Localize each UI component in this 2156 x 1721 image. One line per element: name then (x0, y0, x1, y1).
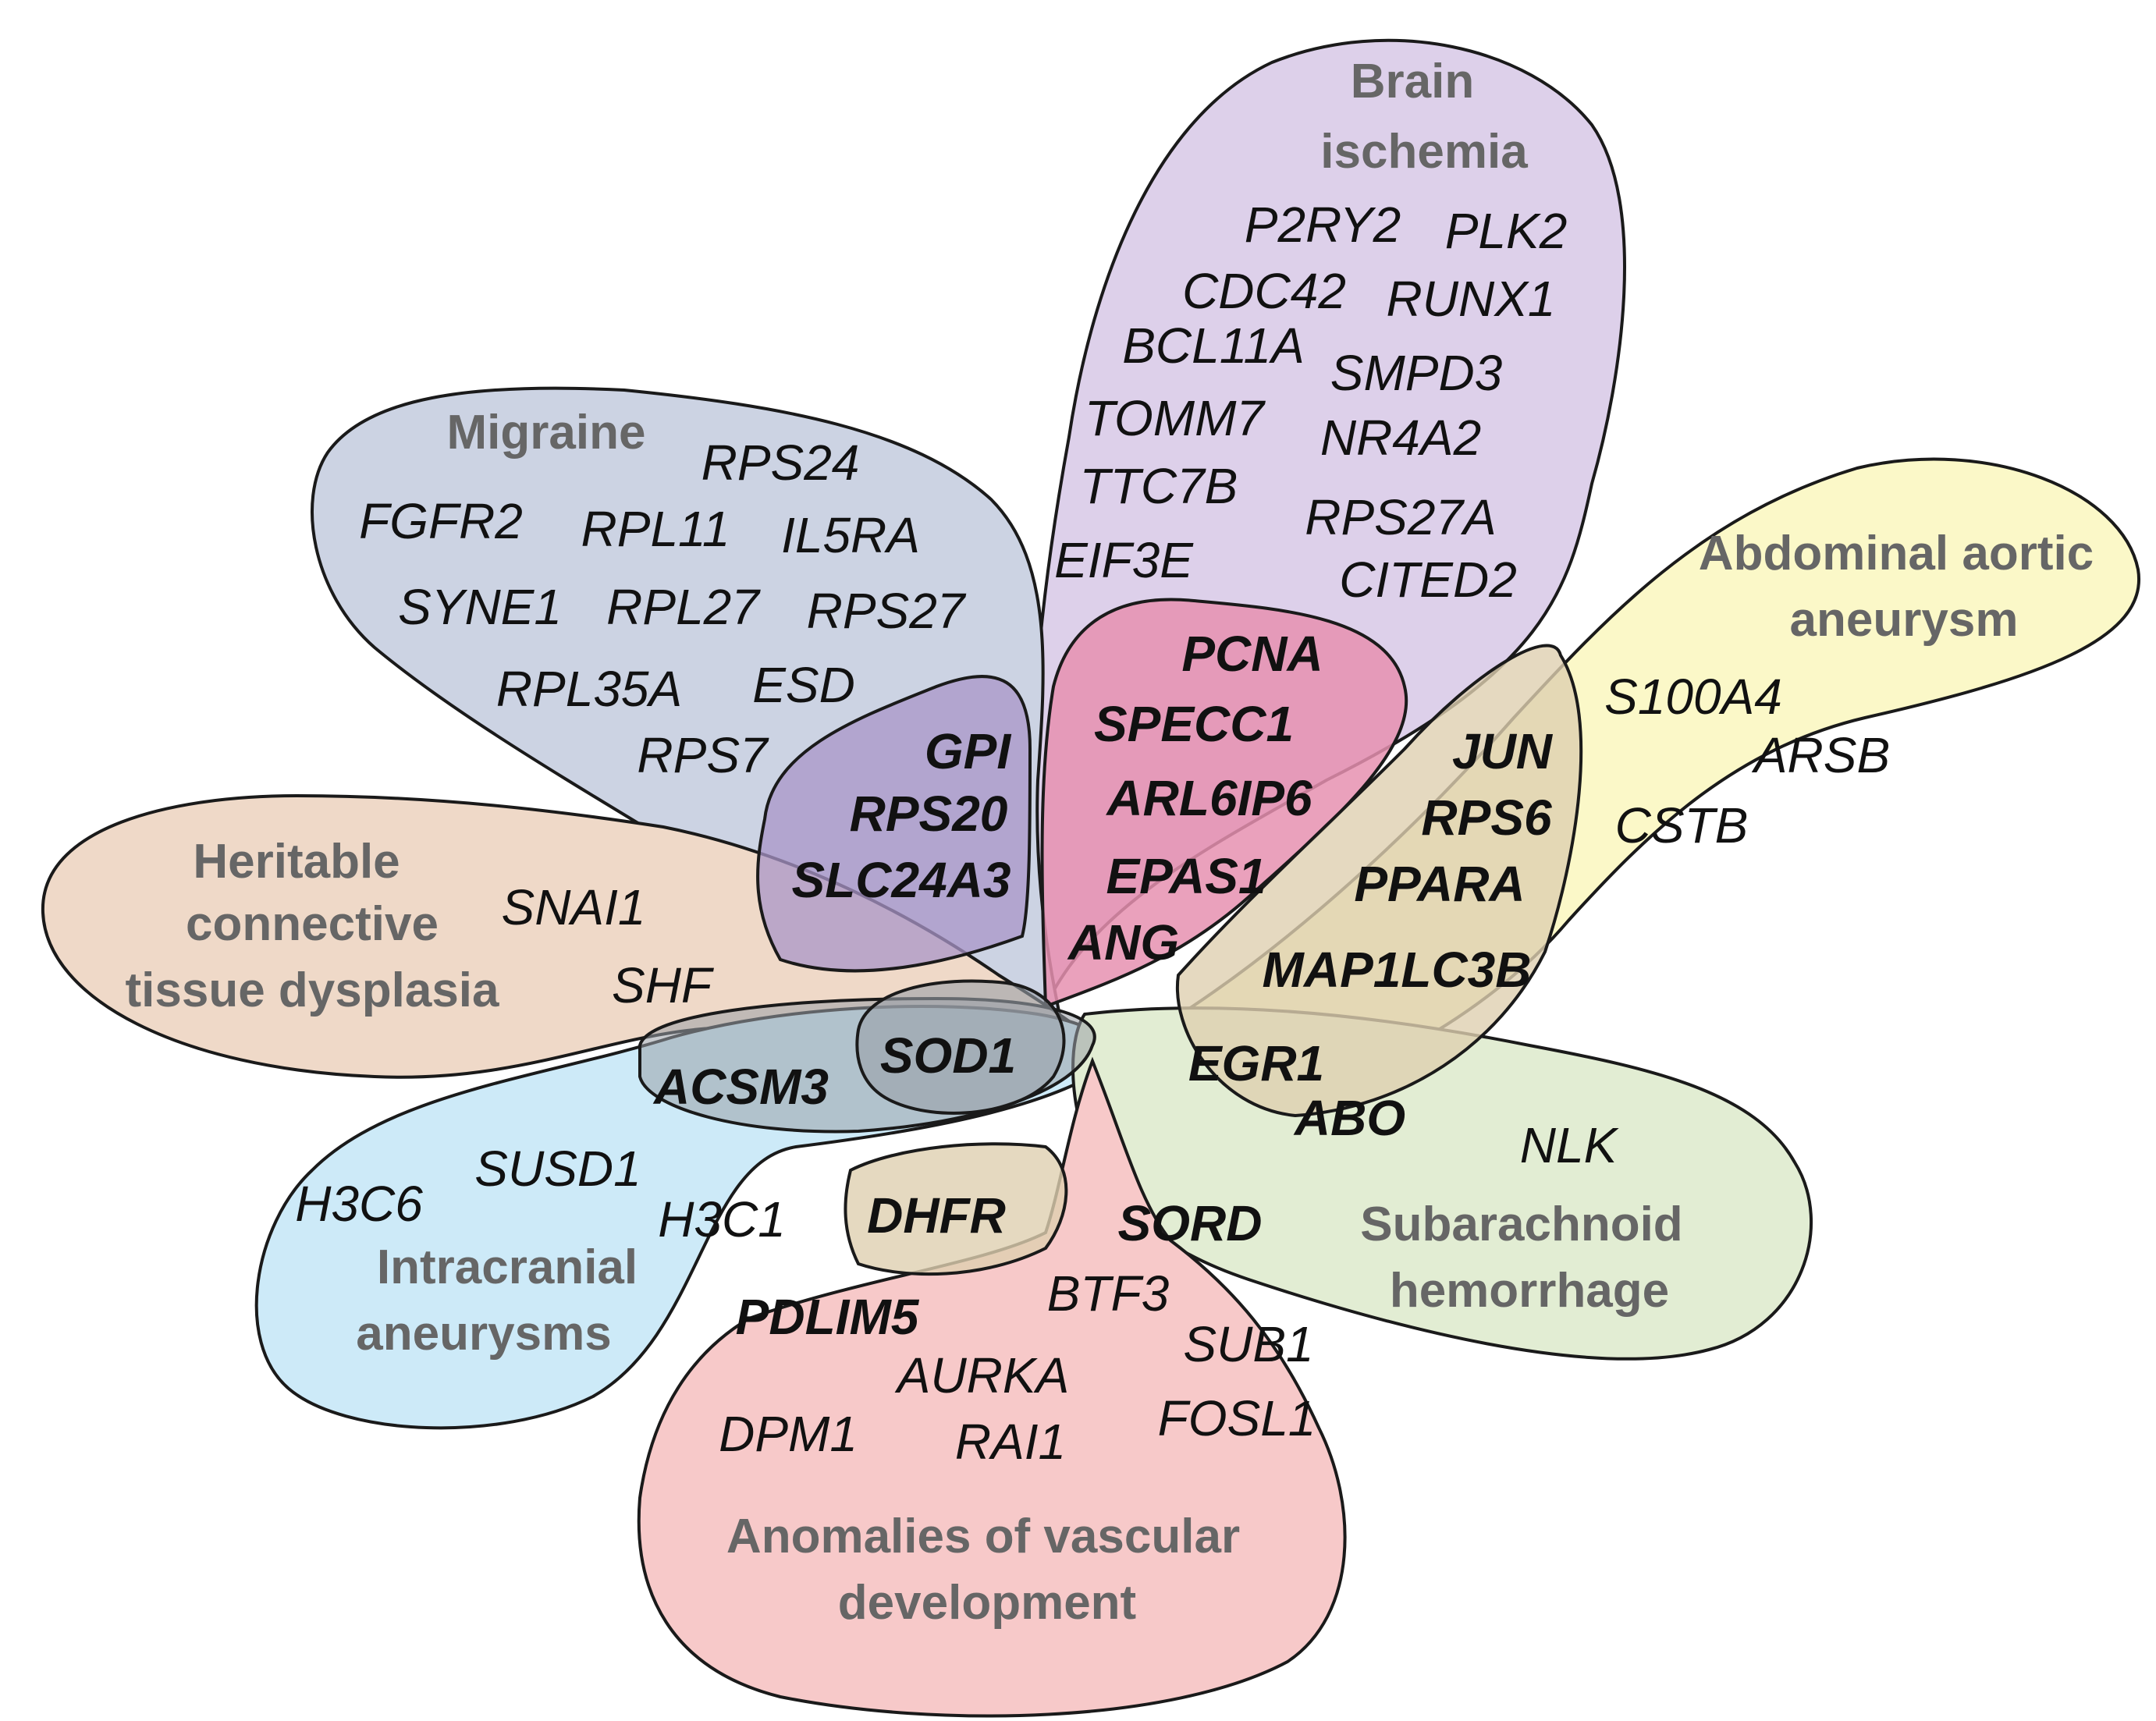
svg-text:development: development (838, 1576, 1136, 1630)
group-title-subarachnoid-hemorrhage: Subarachnoid hemorrhage (1360, 1198, 1682, 1318)
gene-label: TOMM7 (1085, 390, 1266, 446)
gene-label: SORD (1118, 1195, 1263, 1251)
gene-label: ARSB (1751, 727, 1890, 783)
group-title-intracranial-aneurysms: Intracranial aneurysms (356, 1240, 638, 1361)
svg-text:Brain: Brain (1351, 55, 1474, 108)
svg-text:aneurysms: aneurysms (356, 1307, 611, 1361)
svg-text:aneurysm: aneurysm (1790, 593, 2019, 647)
core-brain-aaa (1175, 644, 1583, 1118)
gene-label: RPS6 (1421, 790, 1552, 846)
svg-text:connective: connective (186, 897, 439, 951)
gene-label: CDC42 (1182, 263, 1346, 319)
gene-label: CITED2 (1339, 552, 1517, 608)
gene-label: SMPD3 (1330, 345, 1503, 401)
svg-text:Abdominal aortic: Abdominal aortic (1699, 527, 2094, 580)
gene-label: FGFR2 (359, 493, 523, 549)
gene-label: SNAI1 (502, 879, 646, 935)
gene-label: CSTB (1615, 797, 1749, 853)
gene-label: DHFR (867, 1187, 1006, 1244)
gene-label: FOSL1 (1158, 1390, 1316, 1446)
gene-label: AURKA (894, 1347, 1070, 1403)
svg-text:Migraine: Migraine (447, 406, 646, 460)
core-brain-pink (1040, 598, 1408, 1009)
gene-label: BTF3 (1047, 1265, 1170, 1322)
gene-label: RPS7 (637, 727, 769, 783)
gene-label: IL5RA (781, 507, 920, 563)
group-title-migraine: Migraine (447, 406, 646, 460)
gene-label: MAP1LC3B (1263, 942, 1532, 998)
svg-text:Intracranial: Intracranial (377, 1240, 638, 1294)
gene-label: RPS20 (850, 786, 1008, 842)
gene-label: SUSD1 (474, 1141, 641, 1197)
gene-label: ARL6IP6 (1105, 770, 1312, 826)
gene-label: RPL27 (606, 579, 761, 635)
gene-label: JUN (1452, 723, 1554, 779)
svg-text:Heritable: Heritable (193, 835, 400, 889)
gene-label: ESD (752, 657, 855, 713)
gene-label: ABO (1293, 1090, 1405, 1146)
group-title-abdominal-aortic-aneurysm: Abdominal aortic aneurysm (1699, 527, 2094, 647)
gene-label: PDLIM5 (736, 1289, 920, 1345)
gene-label: EIF3E (1054, 532, 1194, 588)
gene-label: GPI (925, 723, 1011, 779)
gene-label: SPECC1 (1094, 696, 1294, 752)
gene-label: EGR1 (1188, 1035, 1324, 1091)
gene-label: RAI1 (955, 1414, 1066, 1470)
core-sod1 (855, 979, 1066, 1115)
core-migraine-brain (756, 675, 1032, 973)
gene-label: BCL11A (1122, 318, 1305, 374)
svg-text:Anomalies of vascular: Anomalies of vascular (726, 1510, 1240, 1563)
gene-label: PLK2 (1445, 203, 1568, 259)
gene-label: SLC24A3 (792, 852, 1011, 908)
gene-label: S100A4 (1604, 669, 1782, 725)
gene-label: RPS24 (701, 435, 860, 491)
gene-label: H3C1 (658, 1191, 786, 1247)
gene-label: ANG (1067, 914, 1179, 971)
gene-label: PCNA (1181, 626, 1323, 682)
svg-text:hemorrhage: hemorrhage (1390, 1264, 1669, 1318)
gene-label: PPARA (1354, 856, 1525, 912)
gene-label: H3C6 (295, 1176, 423, 1232)
gene-label: SUB1 (1183, 1316, 1313, 1372)
gene-label: NR4A2 (1320, 410, 1481, 466)
gene-label: RPL11 (581, 501, 730, 557)
group-title-heritable-ctd: Heritable connective tissue dysplasia (125, 835, 499, 1017)
gene-label: SYNE1 (398, 579, 562, 635)
gene-label: NLK (1520, 1117, 1620, 1173)
gene-label: EPAS1 (1106, 848, 1266, 904)
gene-label: SHF (612, 957, 715, 1013)
gene-label: RUNX1 (1387, 271, 1556, 327)
gene-label: SOD1 (880, 1027, 1016, 1084)
gene-label: P2RY2 (1245, 197, 1401, 253)
core-dhfr (844, 1142, 1068, 1276)
svg-text:tissue dysplasia: tissue dysplasia (125, 963, 499, 1017)
gene-label: DPM1 (719, 1406, 858, 1462)
gene-label: RPL35A (496, 661, 682, 717)
gene-label: RPS27A (1305, 489, 1496, 545)
group-title-vascular-development: Anomalies of vascular development (726, 1510, 1240, 1630)
gene-label: ACSM3 (652, 1059, 829, 1115)
svg-text:Subarachnoid: Subarachnoid (1360, 1198, 1682, 1251)
gene-label: TTC7B (1080, 458, 1238, 514)
gene-label: RPS27 (807, 583, 967, 639)
svg-text:ischemia: ischemia (1320, 125, 1528, 179)
group-title-brain-ischemia: Brain ischemia (1320, 55, 1528, 179)
